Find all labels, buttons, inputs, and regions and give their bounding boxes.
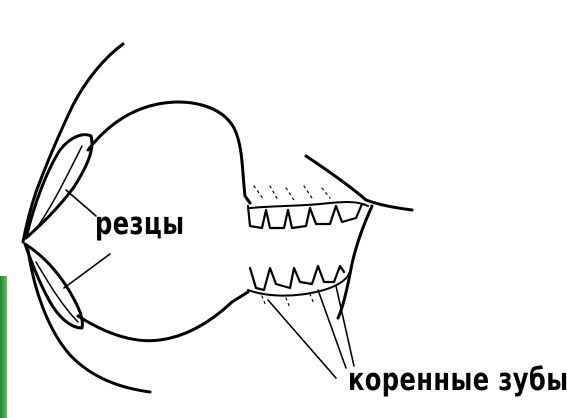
upper-gum-dots: [254, 186, 330, 200]
pointer-incisor-lower: [64, 254, 110, 288]
pointer-molar-2: [318, 290, 346, 368]
upper-incisor: [26, 135, 92, 238]
floor-outline: [78, 292, 248, 341]
lower-incisor: [25, 244, 82, 328]
lower-molars: [250, 266, 344, 290]
upper-molar-top: [250, 202, 368, 208]
palate-outline: [88, 102, 250, 203]
pointer-incisor-upper: [66, 190, 96, 216]
lower-molar-bottom: [248, 272, 350, 296]
molars-label: коренные зубы: [348, 362, 567, 398]
incisors-label: резцы: [95, 206, 185, 242]
upper-right-contour: [306, 156, 412, 210]
